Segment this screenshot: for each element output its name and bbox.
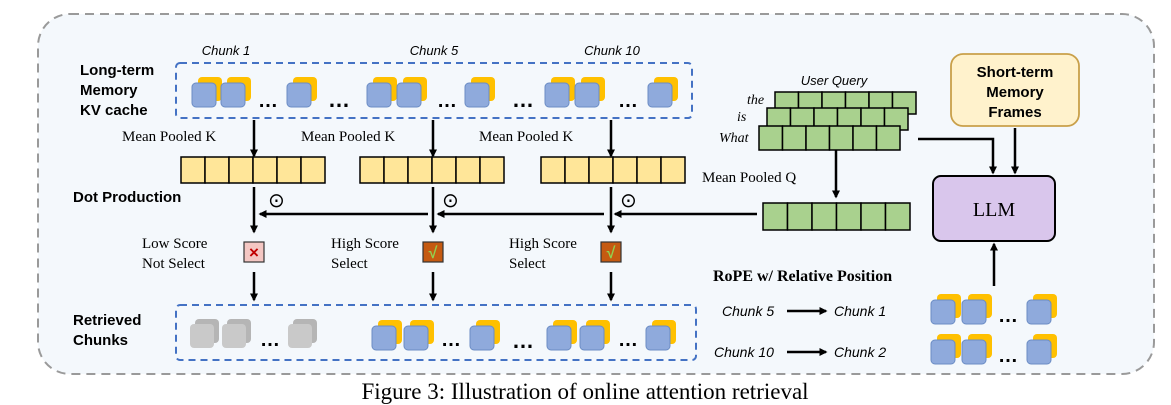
rope-block-1 [930,294,961,325]
select-label-1: Select [331,256,368,272]
long-term-label-line1: Long-term [80,62,154,79]
long-term-memory-container [175,62,693,119]
not-select-badge [243,241,265,263]
llm-box [932,175,1056,242]
retrieved-gray-block-1 [190,319,219,348]
high-score-label-2: High Score [509,236,577,252]
retrieved-ellipsis-1: … [260,329,280,351]
check-mark-icon-1: √ [429,245,438,262]
retrieved-block-3 [469,320,500,351]
rope-block-6 [1026,334,1057,365]
mean-pooled-k-label-2: Mean Pooled K [301,129,395,145]
kv-block-2 [220,77,251,108]
kv-ellipsis-4: … [512,87,534,112]
low-score-label: Low Score [142,236,208,252]
dot-product-symbol-1: ⊙ [268,190,285,212]
retrieved-chunks-label-line2: Chunks [73,332,128,349]
high-score-label-1: High Score [331,236,399,252]
select-badge-1 [422,241,444,263]
short-term-memory-box [950,53,1080,127]
pooled-k-bar-3 [540,156,686,184]
chunk-1-label: Chunk 1 [202,43,250,58]
retrieved-block-6 [645,320,676,351]
retrieved-block-2 [403,320,434,351]
x-mark-icon: × [249,243,259,262]
dot-product-symbol-2: ⊙ [442,190,459,212]
llm-label: LLM [973,199,1015,221]
query-row-what [758,125,901,151]
chunk-10-label: Chunk 10 [584,43,640,58]
long-term-label-line3: KV cache [80,102,148,119]
kv-block-8 [574,77,605,108]
retrieved-chunks-label-line1: Retrieved [73,312,141,329]
dot-production-label: Dot Production [73,189,181,206]
kv-ellipsis-3: … [437,90,457,112]
long-term-kv-cache-row: … … … … … [191,77,678,112]
kv-ellipsis-5: … [618,90,638,112]
arrow-query-to-llm [918,137,997,175]
rope-to-chunk-1: Chunk 1 [834,303,886,319]
rope-block-2 [961,294,992,325]
pooled-k-bar-1 [180,156,326,184]
pooled-q-cells [762,202,911,231]
kv-block-3 [286,77,317,108]
pooled-k-bars [180,156,686,184]
rope-title: RoPE w/ Relative Position [713,268,892,285]
rope-to-chunk-2: Chunk 2 [834,344,886,360]
query-word-is: is [737,110,747,125]
short-term-label-line1: Short-term [977,64,1054,81]
kv-block-5 [396,77,427,108]
retrieved-gray-block-3 [288,319,317,348]
kv-ellipsis-2: … [328,87,350,112]
query-word-the: the [747,93,764,108]
rope-block-4 [930,334,961,365]
kv-block-9 [647,77,678,108]
retrieved-chunks-row: … … … … [190,319,676,353]
retrieved-ellipsis-2: … [441,329,461,351]
check-mark-icon-2: √ [607,245,616,262]
figure-caption: Figure 3: Illustration of online attenti… [361,379,808,404]
pooled-k-bar-2 [359,156,505,184]
mean-pooled-k-label-1: Mean Pooled K [122,129,216,145]
select-label-2: Select [509,256,546,272]
dot-product-symbol-3: ⊙ [620,190,637,212]
retrieved-ellipsis-3: … [512,328,534,353]
rope-block-5 [961,334,992,365]
not-select-label: Not Select [142,256,206,272]
retrieved-chunks-container [175,304,697,361]
mean-pooled-q-label: Mean Pooled Q [702,170,796,186]
kv-ellipsis-1: … [258,90,278,112]
retrieved-gray-block-2 [222,319,251,348]
kv-block-7 [544,77,575,108]
pooled-q-bar [762,202,911,231]
rope-reordered-chunks: …… [930,294,1057,367]
rope-ellipsis-2: … [998,345,1018,367]
retrieved-block-1 [371,320,402,351]
kv-block-6 [464,77,495,108]
mean-pooled-k-label-3: Mean Pooled K [479,129,573,145]
retrieved-block-4 [546,320,577,351]
query-word-what: What [719,131,750,146]
user-query-token-stack [758,91,917,151]
chunk-5-label: Chunk 5 [410,43,459,58]
rope-ellipsis-1: … [998,305,1018,327]
retrieved-block-5 [579,320,610,351]
user-query-label: User Query [801,73,869,88]
retrieved-ellipsis-4: … [618,329,638,351]
long-term-label-line2: Memory [80,82,138,99]
short-term-label-line2: Memory [986,84,1044,101]
kv-block-1 [191,77,222,108]
short-term-label-line3: Frames [988,104,1041,121]
rope-from-chunk-5: Chunk 5 [722,303,774,319]
select-badge-2 [600,241,622,263]
rope-from-chunk-10: Chunk 10 [714,344,774,360]
kv-block-4 [366,77,397,108]
rope-block-3 [1026,294,1057,325]
